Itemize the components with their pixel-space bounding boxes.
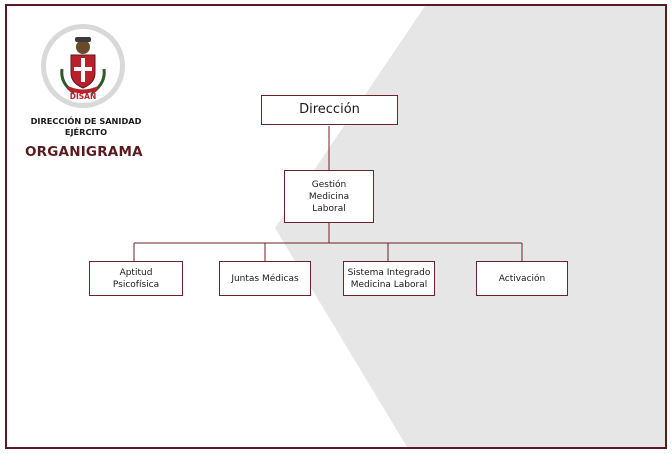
node-gestion-label: Gestión Medicina Laboral — [308, 179, 350, 214]
disan-logo: DISAN — [40, 23, 126, 109]
node-juntas-medicas: Juntas Médicas — [219, 261, 311, 296]
organization-name: DIRECCIÓN DE SANIDAD EJÉRCITO — [13, 116, 159, 138]
node-direccion: Dirección — [261, 95, 398, 125]
node-aptitud-psicofisica: Aptitud Psicofísica — [89, 261, 183, 296]
node-sistema-integrado: Sistema Integrado Medicina Laboral — [343, 261, 435, 296]
node-aptitud-label: Aptitud Psicofísica — [112, 267, 160, 290]
slide-frame: DISAN DIRECCIÓN DE SANIDAD EJÉRCITO ORGA… — [5, 4, 667, 449]
org-chart-connectors — [133, 126, 523, 261]
node-direccion-label: Dirección — [299, 102, 360, 117]
node-gestion-medicina-laboral: Gestión Medicina Laboral — [284, 170, 374, 223]
page-title: ORGANIGRAMA — [25, 144, 143, 160]
logo-text: DISAN — [70, 92, 97, 101]
node-sistema-label: Sistema Integrado Medicina Laboral — [347, 267, 431, 290]
node-activacion-label: Activación — [498, 273, 546, 284]
organization-name-line1: DIRECCIÓN DE SANIDAD — [30, 116, 142, 126]
node-activacion: Activación — [476, 261, 568, 296]
organization-name-line2: EJÉRCITO — [64, 127, 108, 137]
node-juntas-label: Juntas Médicas — [231, 273, 299, 284]
